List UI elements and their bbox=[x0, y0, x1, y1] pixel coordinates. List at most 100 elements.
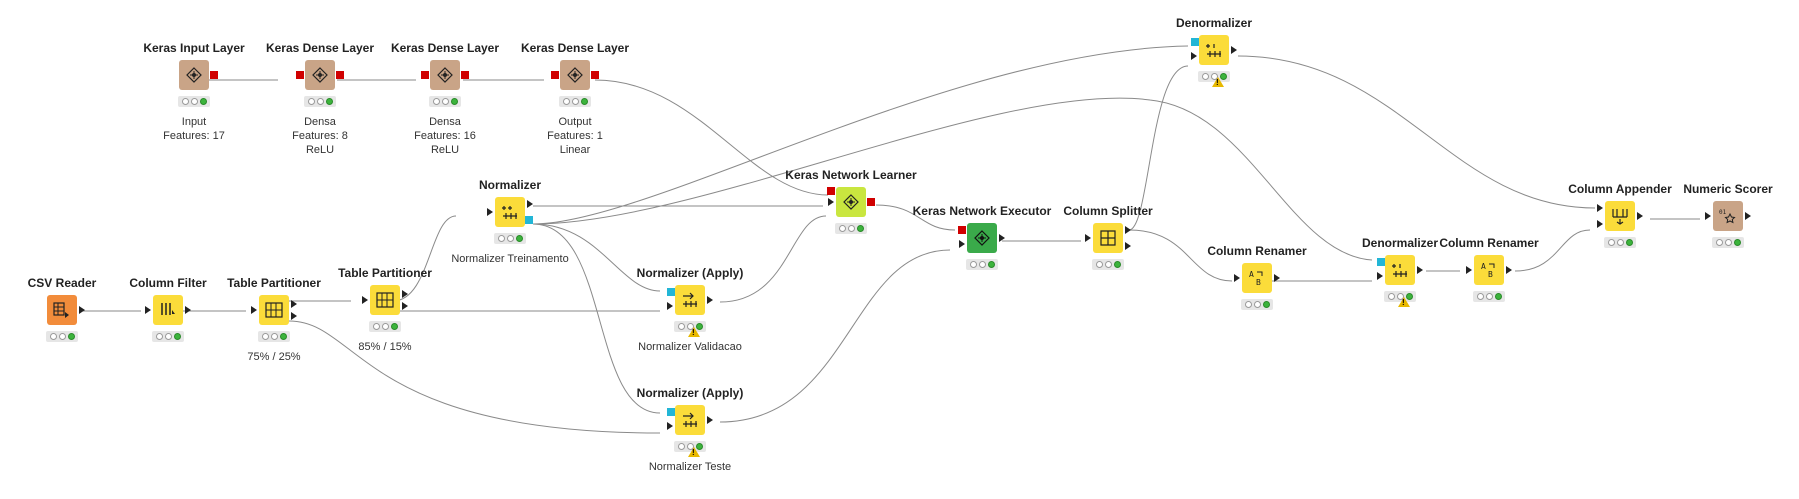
edge bbox=[532, 223, 661, 292]
node-normalizer-apply-validation[interactable]: Normalizer (Apply) Normalizer Validacao bbox=[615, 265, 765, 354]
node-title: Column Splitter bbox=[1063, 204, 1153, 218]
normalizer-apply-icon bbox=[667, 285, 713, 315]
svg-text:B: B bbox=[1488, 270, 1493, 279]
node-status-indicator bbox=[1241, 299, 1273, 310]
node-column-filter[interactable]: Column Filter bbox=[93, 275, 243, 342]
node-title: Keras Dense Layer bbox=[390, 41, 500, 55]
node-status-indicator bbox=[1712, 237, 1744, 248]
node-status-indicator bbox=[369, 321, 401, 332]
node-status-indicator bbox=[1198, 71, 1230, 87]
edge bbox=[875, 204, 956, 231]
keras-layer-icon bbox=[421, 60, 469, 90]
svg-text:B: B bbox=[1256, 278, 1261, 287]
table-partitioner-icon bbox=[251, 295, 297, 325]
keras-executor-icon bbox=[958, 223, 1005, 253]
node-caption: Output Features: 1 Linear bbox=[547, 116, 603, 156]
node-status-indicator bbox=[1384, 291, 1416, 307]
warning-icon bbox=[1212, 77, 1224, 87]
node-caption: Normalizer Teste bbox=[648, 461, 732, 473]
node-status-indicator bbox=[152, 331, 184, 342]
edge bbox=[532, 223, 661, 414]
node-table-partitioner-2[interactable]: Table Partitioner 85% / 15% bbox=[310, 265, 460, 354]
svg-text:01: 01 bbox=[1719, 209, 1727, 216]
normalizer-icon bbox=[487, 197, 533, 227]
node-keras-dense-layer-2[interactable]: Keras Dense Layer Densa Features: 16 ReL… bbox=[370, 40, 520, 157]
node-title: Denormalizer bbox=[1361, 236, 1439, 250]
node-title: Normalizer bbox=[478, 178, 542, 192]
node-caption: Densa Features: 8 ReLU bbox=[292, 116, 348, 156]
node-status-indicator bbox=[835, 223, 867, 234]
numeric-scorer-icon: 01 bbox=[1705, 201, 1751, 231]
edge bbox=[719, 249, 951, 423]
node-title: Normalizer (Apply) bbox=[636, 386, 744, 400]
node-status-indicator bbox=[46, 331, 78, 342]
node-csv-reader[interactable]: CSV Reader bbox=[0, 275, 137, 342]
edge bbox=[719, 215, 827, 303]
column-splitter-icon bbox=[1085, 223, 1131, 253]
node-title: Column Appender bbox=[1568, 182, 1672, 196]
denormalizer-icon bbox=[1377, 255, 1423, 285]
column-filter-icon bbox=[145, 295, 191, 325]
node-denormalizer-2[interactable]: Denormalizer bbox=[1325, 235, 1475, 307]
node-status-indicator bbox=[304, 96, 336, 107]
node-title: Column Renamer bbox=[1439, 236, 1539, 250]
node-caption: 85% / 15% bbox=[358, 341, 412, 353]
keras-layer-icon bbox=[551, 60, 599, 90]
node-title: Keras Network Learner bbox=[785, 168, 917, 182]
node-title: Keras Dense Layer bbox=[265, 41, 375, 55]
edge bbox=[1514, 229, 1591, 272]
keras-layer-icon bbox=[296, 60, 344, 90]
node-status-indicator bbox=[1092, 259, 1124, 270]
node-keras-input-layer[interactable]: Keras Input Layer Input Features: 17 bbox=[119, 40, 269, 143]
node-title: Keras Dense Layer bbox=[520, 41, 630, 55]
denormalizer-icon bbox=[1191, 35, 1237, 65]
node-table-partitioner-1[interactable]: Table Partitioner 75% / 25% bbox=[199, 275, 349, 364]
edge bbox=[532, 45, 1189, 225]
node-caption: Normalizer Validacao bbox=[638, 341, 742, 353]
node-status-indicator bbox=[1604, 237, 1636, 248]
svg-text:A: A bbox=[1481, 262, 1486, 271]
node-status-indicator bbox=[258, 331, 290, 342]
node-normalizer[interactable]: Normalizer Normalizer Treinamento bbox=[435, 177, 585, 266]
node-title: Numeric Scorer bbox=[1683, 182, 1773, 196]
node-keras-dense-layer-3[interactable]: Keras Dense Layer Output Features: 1 Lin… bbox=[500, 40, 650, 157]
node-caption: Normalizer Treinamento bbox=[451, 253, 569, 265]
node-keras-network-executor[interactable]: Keras Network Executor bbox=[907, 203, 1057, 270]
node-numeric-scorer[interactable]: Numeric Scorer 01 bbox=[1653, 181, 1799, 248]
edge bbox=[594, 79, 829, 196]
warning-icon bbox=[688, 327, 700, 337]
edge bbox=[1128, 229, 1233, 282]
node-title: Keras Input Layer bbox=[143, 41, 245, 55]
edge bbox=[1237, 55, 1596, 209]
node-caption: Input Features: 17 bbox=[163, 116, 225, 142]
keras-layer-icon bbox=[179, 60, 218, 90]
normalizer-apply-icon bbox=[667, 405, 713, 435]
node-status-indicator bbox=[1473, 291, 1505, 302]
node-title: Keras Network Executor bbox=[912, 204, 1052, 218]
node-caption: 75% / 25% bbox=[247, 351, 301, 363]
edge bbox=[1128, 65, 1189, 231]
node-normalizer-apply-test[interactable]: Normalizer (Apply) Normalizer Teste bbox=[615, 385, 765, 474]
node-column-appender[interactable]: Column Appender bbox=[1545, 181, 1695, 248]
node-title: Table Partitioner bbox=[227, 276, 321, 290]
node-keras-dense-layer-1[interactable]: Keras Dense Layer Densa Features: 8 ReLU bbox=[245, 40, 395, 157]
node-column-splitter[interactable]: Column Splitter bbox=[1033, 203, 1183, 270]
node-status-indicator bbox=[494, 233, 526, 244]
table-partitioner-icon bbox=[362, 285, 408, 315]
node-title: Table Partitioner bbox=[338, 266, 432, 280]
keras-learner-icon bbox=[827, 187, 875, 217]
node-status-indicator bbox=[674, 441, 706, 457]
node-denormalizer-top[interactable]: Denormalizer bbox=[1139, 15, 1289, 87]
warning-icon bbox=[1398, 297, 1410, 307]
node-status-indicator bbox=[178, 96, 210, 107]
node-title: Normalizer (Apply) bbox=[636, 266, 744, 280]
node-keras-network-learner[interactable]: Keras Network Learner bbox=[776, 167, 926, 234]
edge bbox=[532, 97, 1373, 261]
edge bbox=[288, 320, 661, 434]
node-title: CSV Reader bbox=[27, 276, 97, 290]
